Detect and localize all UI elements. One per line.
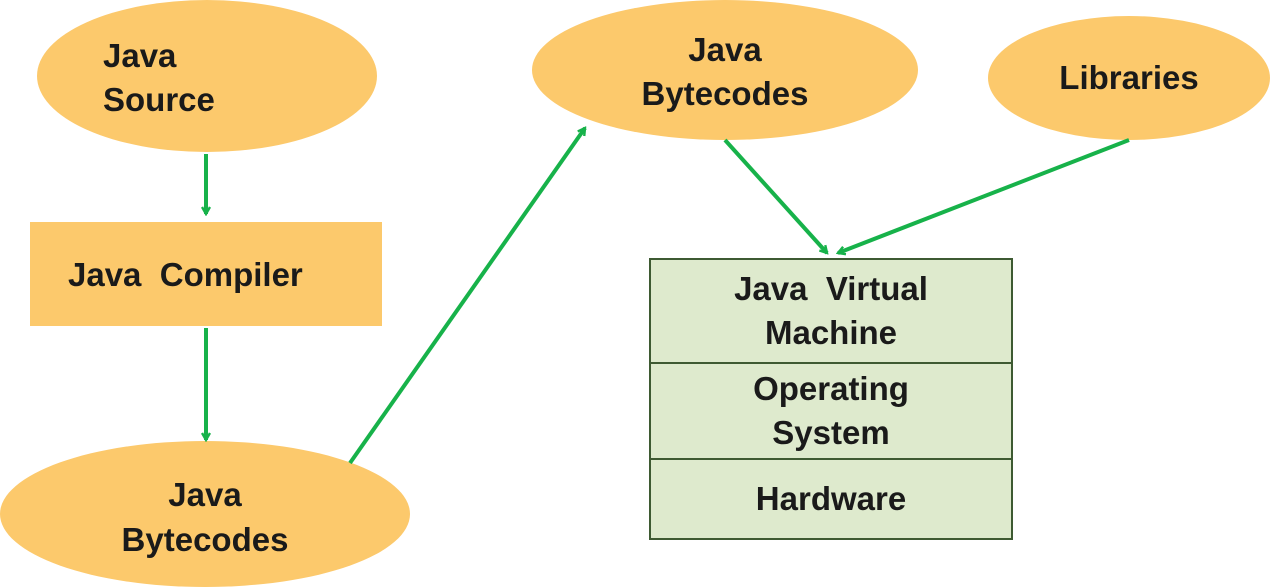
libraries-node [988, 16, 1270, 140]
arrow-bytecodes-to-jvm [723, 138, 827, 253]
java-bytecodes-top-label-line1: Java [688, 31, 762, 68]
java-bytecodes-bottom-label-line2: Bytecodes [121, 521, 289, 558]
java-bytecodes-top-node [532, 0, 918, 140]
operating-system-label-line2: System [772, 414, 890, 451]
java-bytecodes-top-label-line2: Bytecodes [641, 75, 809, 112]
java-source-node [37, 0, 377, 152]
java-bytecodes-bottom-node [0, 441, 410, 587]
arrow-bytecodes-to-bytecodes [348, 128, 587, 465]
arrow-libraries-to-jvm [838, 138, 1130, 253]
libraries-label: Libraries [1059, 59, 1199, 96]
java-source-label-line1: Java [103, 37, 177, 74]
operating-system-label-line1: Operating [753, 370, 909, 407]
jvm-label-line2: Machine [764, 314, 898, 351]
java-compiler-node [30, 222, 382, 326]
java-source-label-line2: Source [103, 81, 215, 118]
operating-system-layer [649, 362, 1013, 460]
hardware-layer [649, 458, 1013, 540]
java-compiler-label: Java Compiler [68, 256, 303, 293]
java-bytecodes-bottom-label-line1: Java [168, 476, 242, 513]
jvm-label-line1: Java Virtual [734, 270, 928, 307]
hardware-label: Hardware [755, 480, 907, 517]
